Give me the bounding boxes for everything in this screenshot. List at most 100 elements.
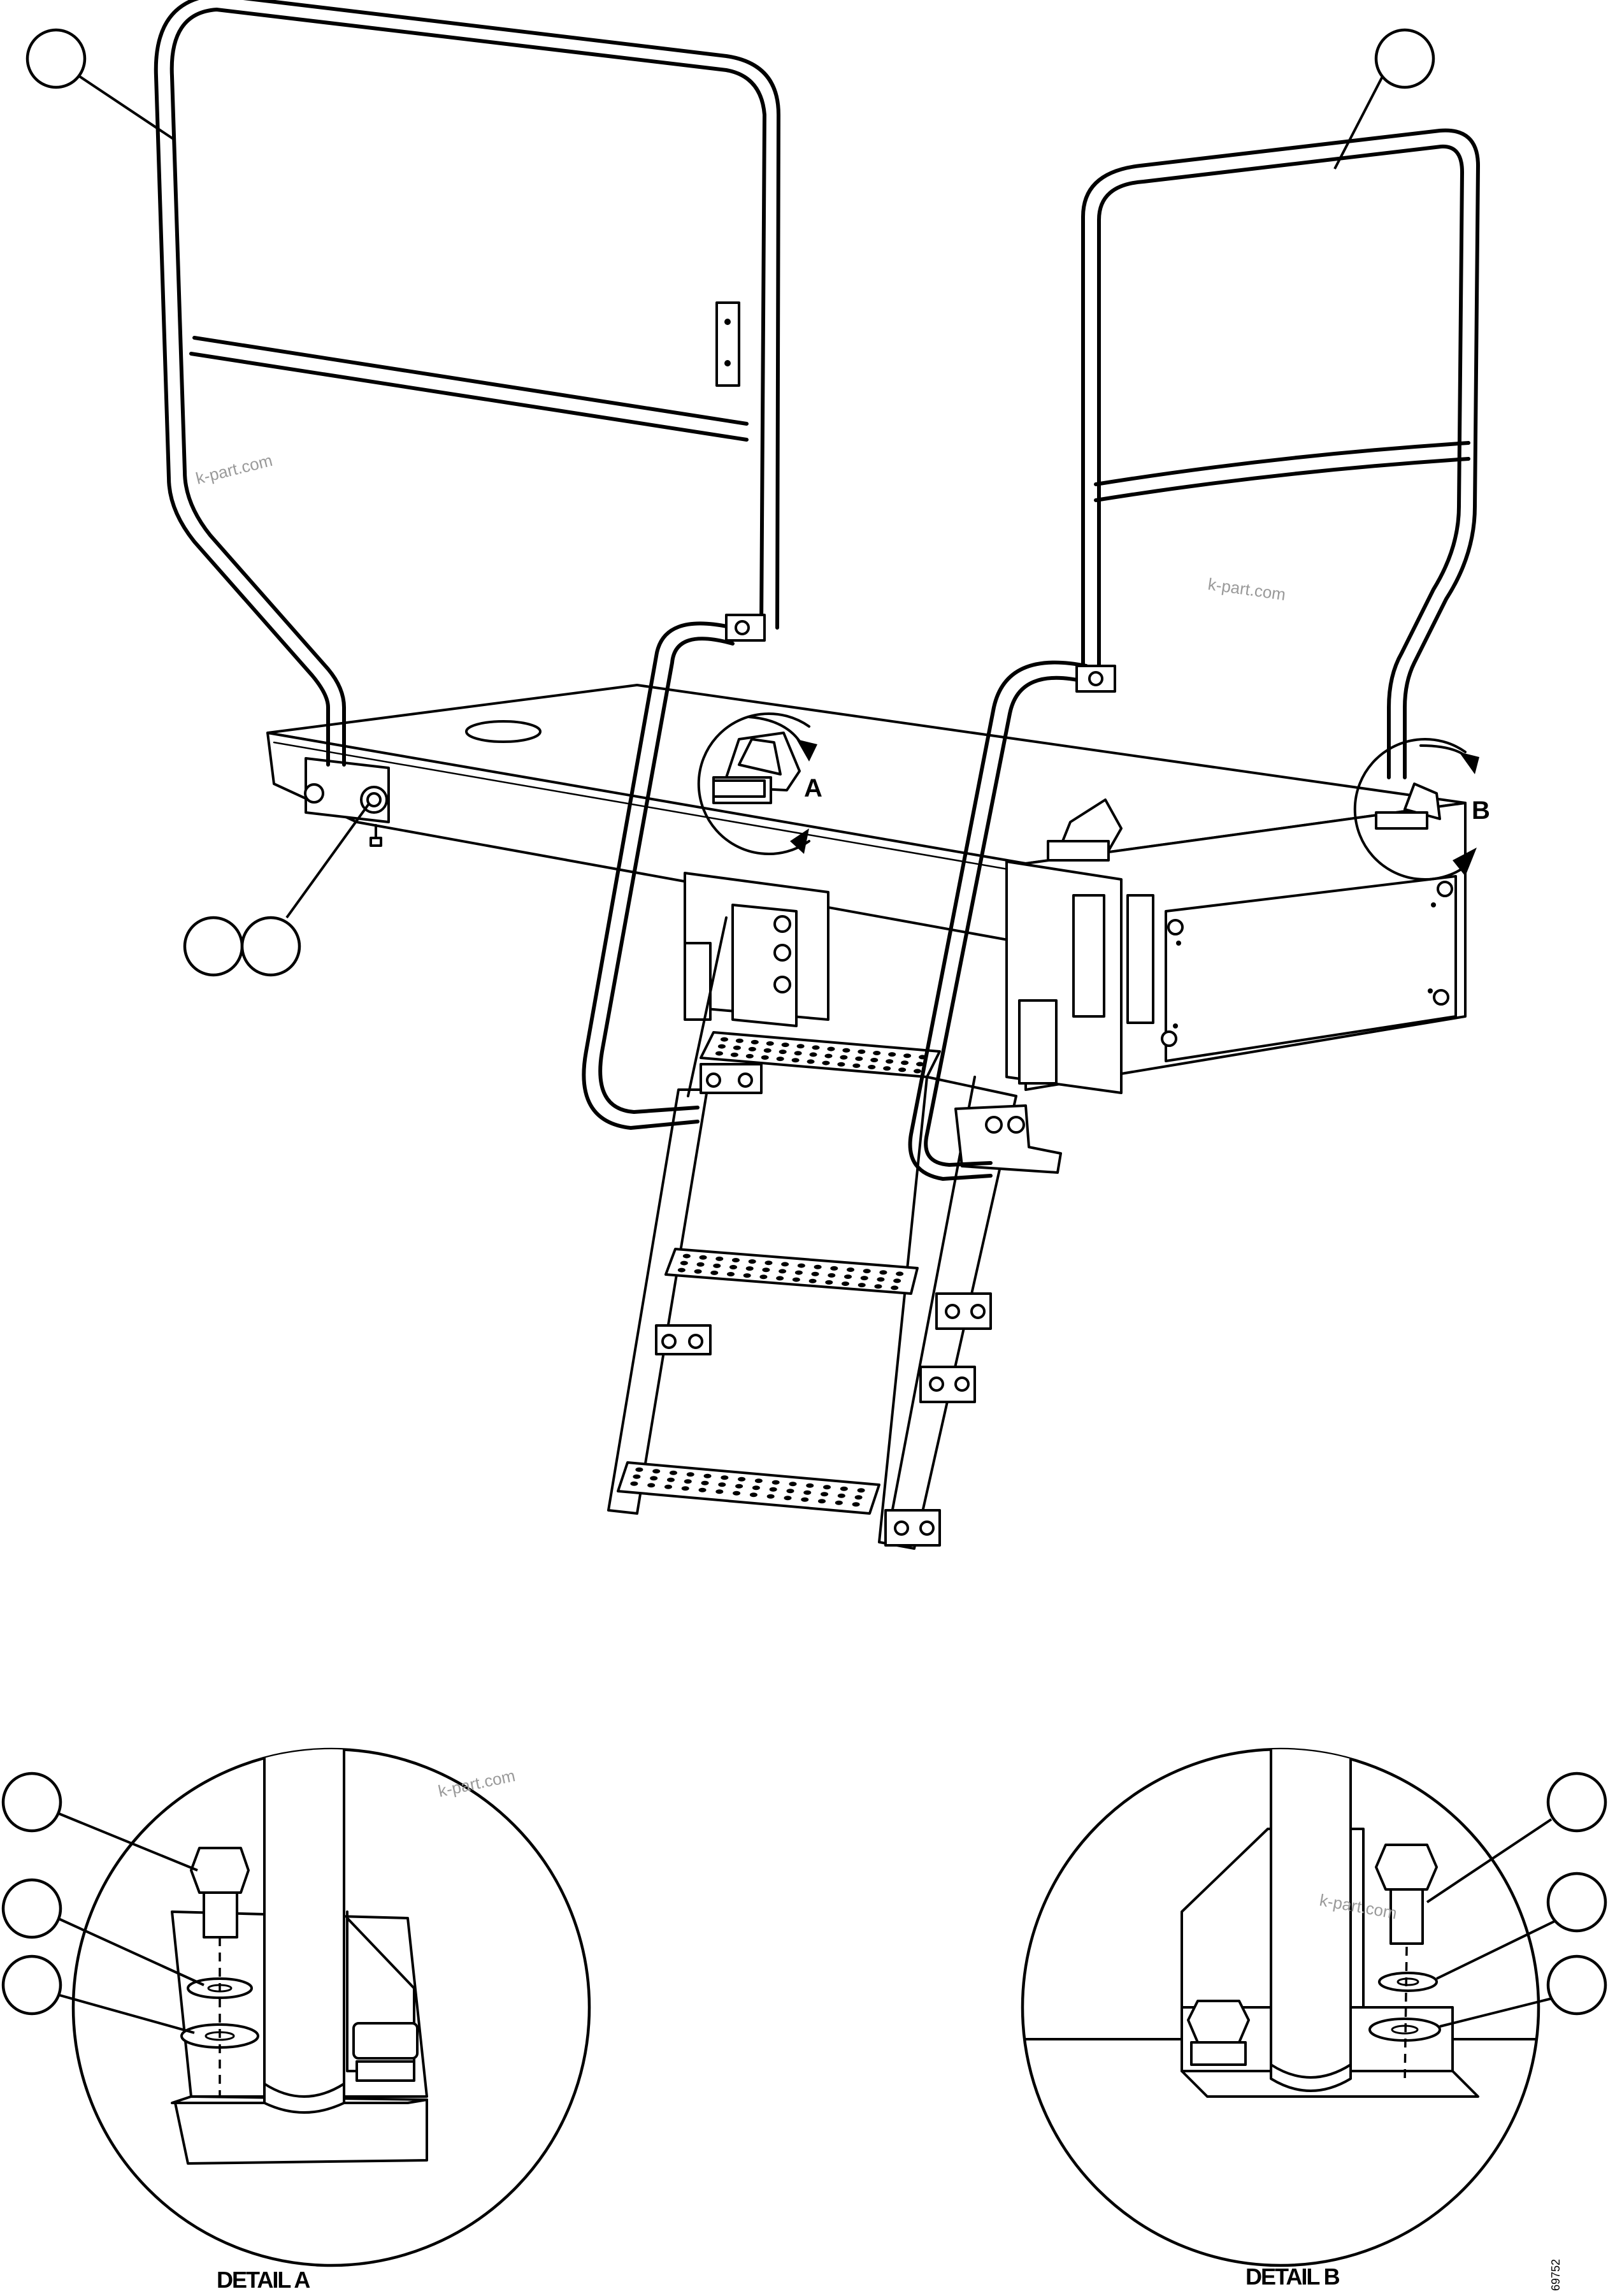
tread-hole (812, 1045, 820, 1050)
detail-a-caption: DETAIL A (217, 2267, 310, 2293)
tread-hole (855, 1056, 863, 1061)
tread-hole (720, 1037, 728, 1042)
tread-hole (797, 1263, 805, 1268)
tread-hole (823, 1485, 831, 1490)
tread-hole (650, 1476, 658, 1481)
tread-hole (796, 1044, 805, 1049)
tread-hole (766, 1494, 775, 1499)
tread-hole (840, 1055, 848, 1060)
main-view: A B (25, 0, 1490, 1550)
tread-hole (776, 1057, 784, 1062)
tread-hole (824, 1053, 833, 1058)
tread-hole (842, 1282, 849, 1286)
detail-b-caption: DETAIL B (1245, 2264, 1340, 2290)
tread-hole (891, 1285, 899, 1290)
tread-hole (752, 1485, 760, 1491)
tread-hole (766, 1041, 774, 1046)
tread-hole (852, 1063, 861, 1068)
tread-hole (759, 1274, 768, 1280)
right-handrail (1047, 128, 1480, 862)
tread-hole (715, 1051, 723, 1056)
tread-hole (837, 1493, 845, 1498)
tread-hole (852, 1502, 860, 1507)
tread-hole (738, 1477, 746, 1482)
tread-hole (863, 1269, 871, 1274)
tread-hole (814, 1264, 822, 1269)
tread-hole (879, 1270, 887, 1275)
detail-a-callout-bolt (1, 1772, 198, 1872)
callout-left-fastener-2 (240, 916, 301, 977)
tread-hole (794, 1051, 802, 1056)
tread-hole (898, 1067, 907, 1072)
watermark-2: k-part.com (1207, 574, 1287, 604)
tread-hole (669, 1470, 677, 1475)
tread-hole (809, 1052, 817, 1057)
tread-hole (877, 1277, 885, 1282)
tread-hole (743, 1273, 751, 1278)
tread-hole (779, 1050, 787, 1055)
tread-hole (914, 1069, 922, 1074)
tread-hole (821, 1492, 829, 1497)
tread-hole (715, 1256, 724, 1261)
detail-b-callout-bolt (1426, 1772, 1607, 1903)
tread-hole (765, 1260, 773, 1266)
tread-hole (727, 1272, 735, 1276)
tread-hole (860, 1276, 868, 1281)
tread-hole (664, 1484, 672, 1489)
tread-hole (803, 1490, 812, 1495)
tread-hole (781, 1262, 789, 1267)
tread-hole (844, 1274, 852, 1279)
tread-hole (729, 1265, 737, 1269)
tread-hole (874, 1284, 882, 1289)
tread-hole (745, 1266, 754, 1271)
tread-hole (873, 1051, 881, 1055)
tread-hole (745, 1053, 754, 1058)
tread-perforations (630, 1037, 927, 1507)
tread-hole (684, 1479, 692, 1484)
tread-hole (732, 1258, 740, 1262)
tread-hole (830, 1266, 838, 1271)
tread-hole (686, 1472, 694, 1477)
tread-hole (811, 1271, 819, 1276)
tread-hole (772, 1480, 780, 1485)
tread-hole (779, 1269, 787, 1274)
tread-hole (652, 1469, 661, 1474)
tread-hole (748, 1046, 756, 1051)
tread-hole (761, 1055, 769, 1060)
stairway (607, 872, 1062, 1550)
tread-hole (870, 1058, 879, 1062)
tread-hole (806, 1483, 814, 1488)
tread-hole (630, 1481, 638, 1486)
tread-hole (835, 1500, 843, 1505)
tread-hole (857, 1488, 865, 1493)
tread-hole (696, 1262, 705, 1267)
tread-hole (681, 1486, 689, 1491)
detail-a-callout-washer-2 (1, 1954, 195, 2034)
tread-hole (748, 1259, 756, 1264)
tread-hole (883, 1066, 891, 1071)
tread-hole (733, 1491, 741, 1496)
tread-hole (837, 1062, 845, 1067)
tread-hole (750, 1039, 759, 1044)
tread-hole (868, 1065, 876, 1069)
tread-hole (717, 1044, 726, 1049)
tread-hole (710, 1270, 719, 1275)
tread-hole (842, 1048, 851, 1053)
tread-hole (677, 1267, 686, 1273)
tread-hole (847, 1267, 854, 1272)
callout-left-handrail (25, 28, 176, 141)
tread-hole (781, 1043, 789, 1048)
tread-hole (715, 1489, 724, 1494)
tread-hole (718, 1482, 726, 1487)
tread-hole (733, 1045, 741, 1050)
detail-a-callout-washer-1 (1, 1878, 205, 1986)
right-stair-grab-rail (908, 660, 1116, 1181)
platform (266, 684, 1467, 1094)
tread-hole (635, 1467, 643, 1472)
left-stair-grab-rail (582, 614, 766, 1130)
tread-hole (749, 1492, 757, 1498)
tread-hole (888, 1052, 896, 1057)
watermark-1: k-part.com (194, 451, 274, 488)
detail-b-view: DETAIL B k-part.com (1021, 1747, 1607, 2290)
tread-hole (682, 1253, 691, 1259)
